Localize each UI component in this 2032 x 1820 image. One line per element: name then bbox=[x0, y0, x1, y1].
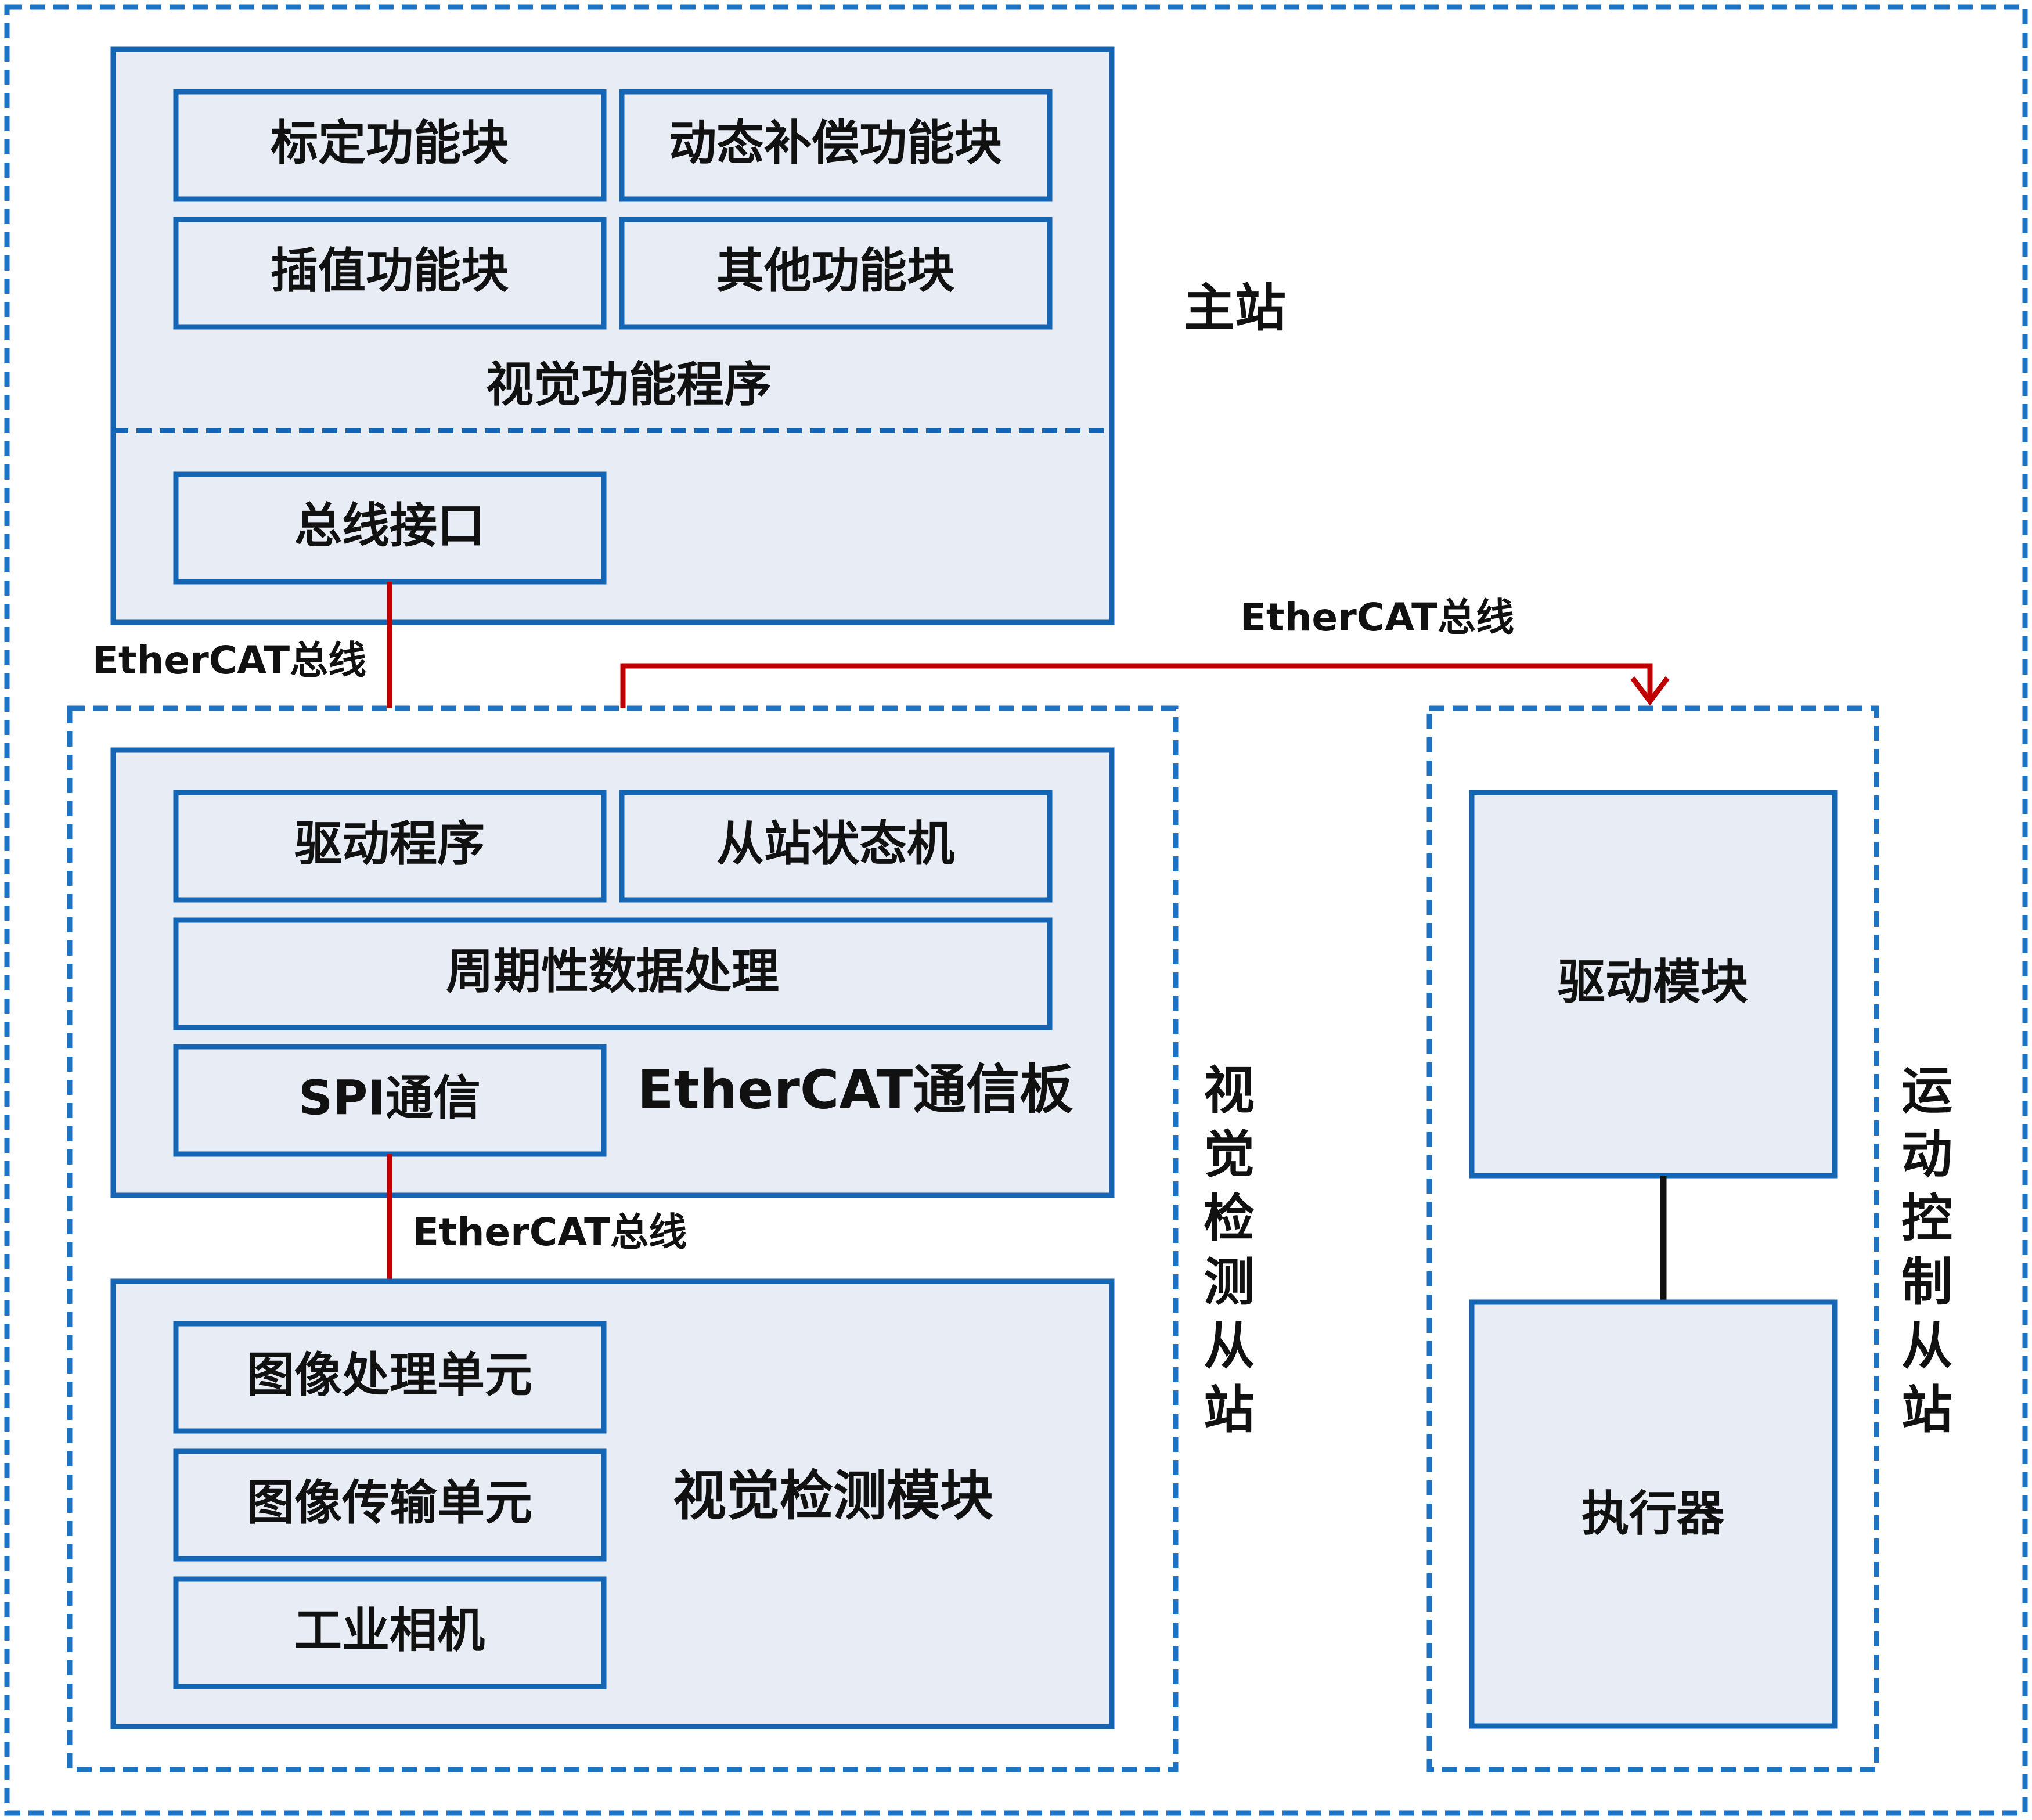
spi-block-label: SPI通信 bbox=[298, 1071, 481, 1126]
image-processing-unit bbox=[173, 1321, 607, 1434]
cyclic-data-block bbox=[173, 917, 1053, 1030]
calibration-block-label: 标定功能块 bbox=[271, 116, 509, 171]
master-station: 标定功能块 动态补偿功能块 插值功能块 其他功能块 视觉功能程序 总线接口 bbox=[110, 46, 1115, 625]
dynamic-compensation-block bbox=[619, 89, 1053, 202]
state-machine-block bbox=[619, 790, 1053, 903]
bus-label-board-module: EtherCAT总线 bbox=[413, 1210, 687, 1255]
interpolation-block-label: 插值功能块 bbox=[271, 243, 509, 298]
actuator bbox=[1469, 1299, 1838, 1729]
dynamic-compensation-block-label: 动态补偿功能块 bbox=[669, 116, 1002, 171]
master-station-title: 主站 bbox=[1184, 278, 1286, 338]
cyclic-data-block-label: 周期性数据处理 bbox=[446, 944, 779, 999]
calibration-block bbox=[173, 89, 607, 202]
image-processing-unit-label: 图像处理单元 bbox=[247, 1347, 532, 1403]
spi-block bbox=[173, 1044, 607, 1157]
other-block-label: 其他功能块 bbox=[716, 243, 954, 298]
detect-module-label: 视觉检测模块 bbox=[673, 1465, 993, 1527]
image-transmission-unit bbox=[173, 1448, 607, 1562]
driver-block-label: 驱动程序 bbox=[294, 816, 485, 871]
bus-label-master-motion: EtherCAT总线 bbox=[1240, 595, 1514, 640]
vision-program-label: 视觉功能程序 bbox=[486, 357, 772, 412]
state-machine-block-label: 从站状态机 bbox=[716, 816, 954, 871]
ethercat-comm-board: 驱动程序 从站状态机 周期性数据处理 SPI通信 EtherCAT通信板 bbox=[110, 747, 1115, 1198]
other-block bbox=[619, 217, 1053, 330]
vision-detect-module: 图像处理单元 图像传输单元 工业相机 视觉检测模块 bbox=[110, 1278, 1115, 1729]
bus-interface-block bbox=[173, 471, 607, 585]
bus-interface-label: 总线接口 bbox=[294, 498, 485, 553]
motion-slave-frame bbox=[1426, 705, 1879, 1772]
drive-module-label: 驱动模块 bbox=[1558, 954, 1748, 1010]
bus-label-master-vision: EtherCAT总线 bbox=[92, 638, 366, 683]
bus-line-master-motion bbox=[620, 663, 1653, 708]
outer-frame bbox=[4, 4, 2028, 1816]
comm-board-label: EtherCAT通信板 bbox=[637, 1058, 1073, 1120]
image-transmission-unit-label: 图像传输单元 bbox=[247, 1475, 532, 1530]
motion-slave-title: 运动控制从站 bbox=[1901, 1061, 1952, 1440]
bus-arrowhead bbox=[1630, 676, 1670, 706]
drive-module bbox=[1469, 790, 1838, 1179]
industrial-camera-label: 工业相机 bbox=[294, 1603, 485, 1658]
driver-block bbox=[173, 790, 607, 903]
vision-slave-title: 视觉检测从站 bbox=[1204, 1061, 1255, 1440]
industrial-camera bbox=[173, 1576, 607, 1689]
vision-slave-frame bbox=[67, 705, 1179, 1772]
interpolation-block bbox=[173, 217, 607, 330]
actuator-label: 执行器 bbox=[1581, 1486, 1725, 1541]
